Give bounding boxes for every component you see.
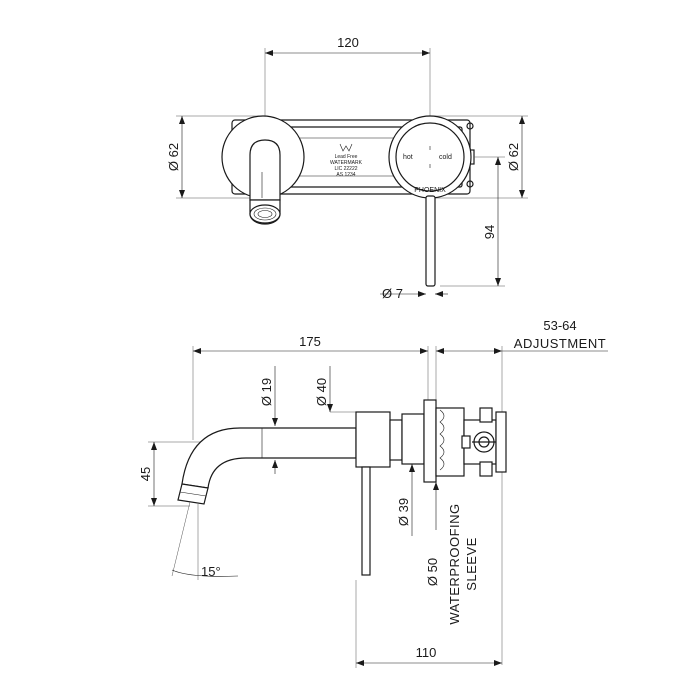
dim-sleeve-outer-label: Ø 50 bbox=[425, 558, 440, 586]
waterproofing-sleeve bbox=[435, 407, 507, 477]
mixer-plate: hot cold PHOENIX bbox=[388, 115, 472, 287]
marking-line-2: WATERMARK bbox=[330, 160, 363, 166]
side-view: 175 53-64 ADJUSTMENT Ø 19 Ø 40 bbox=[138, 318, 608, 668]
dim-body-diameter: Ø 40 bbox=[314, 366, 356, 413]
dim-plate-left-label: Ø 62 bbox=[166, 143, 181, 171]
dim-width-120: 120 bbox=[264, 35, 431, 118]
dim-plate-right: Ø 62 bbox=[432, 115, 528, 199]
spout-plate bbox=[221, 115, 305, 225]
dim-spout-drop-label: 45 bbox=[138, 467, 153, 481]
dim-total-length-label: 175 bbox=[299, 334, 321, 349]
dim-spout-diameter-label: Ø 19 bbox=[259, 378, 274, 406]
spout bbox=[177, 427, 357, 505]
marking-line-1: Lead Free bbox=[335, 154, 358, 160]
mixer-body bbox=[355, 399, 437, 576]
dim-sleeve-inner-label: Ø 39 bbox=[396, 498, 411, 526]
backplate-marking: Lead Free WATERMARK LIC 22222 AS 1234 bbox=[330, 143, 363, 178]
cold-label: cold bbox=[439, 154, 452, 161]
dim-depth: 110 bbox=[355, 580, 502, 668]
dim-angle: 15° bbox=[171, 501, 239, 580]
adjustment-note: 53-64 ADJUSTMENT bbox=[435, 318, 608, 665]
dim-plate-left: Ø 62 bbox=[166, 115, 262, 199]
sleeve-label-line1: WATERPROOFING bbox=[447, 503, 462, 624]
brand-label: PHOENIX bbox=[414, 187, 446, 194]
dim-lever-height: 94 bbox=[440, 156, 505, 287]
marking-line-3: LIC 22222 bbox=[334, 166, 357, 172]
dim-spout-drop: 45 bbox=[138, 441, 240, 507]
watermark-icon bbox=[339, 143, 353, 152]
dim-sleeve-outer: Ø 50 WATERPROOFING SLEEVE bbox=[425, 482, 479, 625]
marking-line-4: AS 1234 bbox=[336, 172, 355, 178]
adjustment-range: 53-64 bbox=[543, 318, 576, 333]
dim-plate-right-label: Ø 62 bbox=[506, 143, 521, 171]
dim-depth-label: 110 bbox=[416, 645, 437, 660]
hot-label: hot bbox=[403, 154, 413, 161]
dim-spout-diameter: Ø 19 bbox=[259, 366, 278, 474]
dim-sleeve-inner: Ø 39 bbox=[396, 464, 415, 536]
dim-lever-diameter-label: Ø 7 bbox=[382, 286, 403, 301]
dim-total-length: 175 bbox=[192, 334, 429, 440]
dim-body-diameter-label: Ø 40 bbox=[314, 378, 329, 406]
dim-angle-label: 15° bbox=[201, 564, 221, 579]
adjustment-label: ADJUSTMENT bbox=[514, 336, 606, 351]
dim-lever-diameter: Ø 7 bbox=[380, 286, 448, 301]
sleeve-label-line2: SLEEVE bbox=[464, 537, 479, 591]
dim-width-label: 120 bbox=[337, 35, 359, 50]
front-view: 120 Ø 62 Ø 62 bbox=[166, 35, 528, 301]
dim-lever-height-label: 94 bbox=[482, 225, 497, 239]
